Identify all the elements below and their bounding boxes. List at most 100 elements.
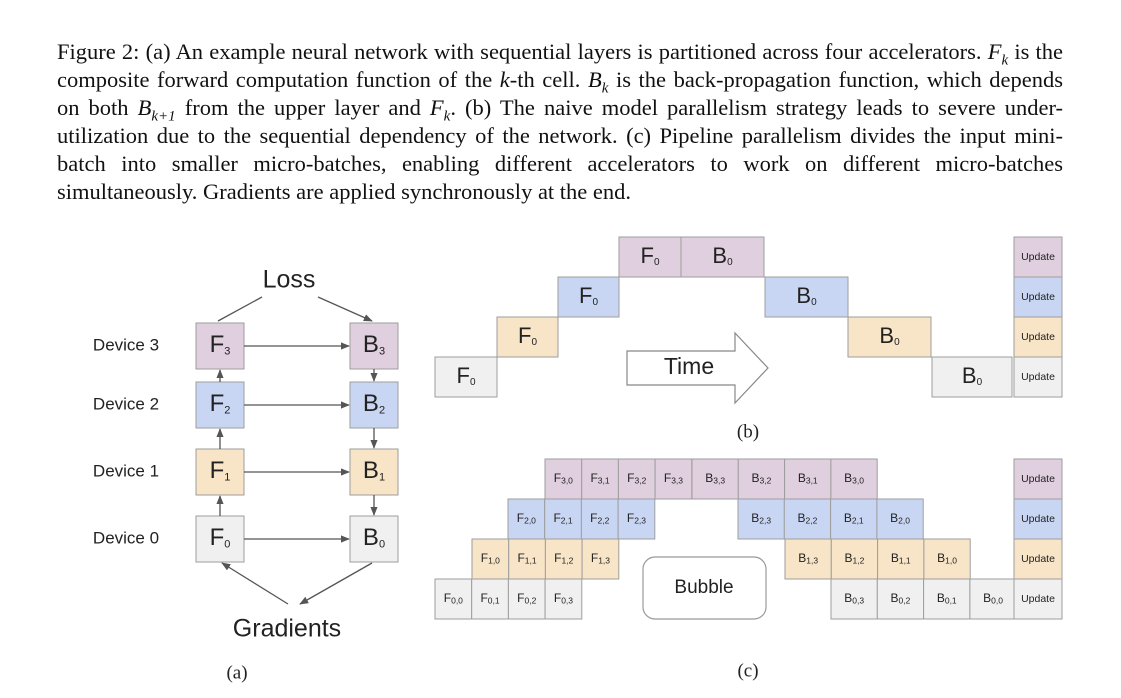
caption-sentence3a: is the back-propagation function, which … — [57, 67, 1063, 120]
forward-cell-label: F0 — [518, 323, 537, 348]
microbatch-backward-cell — [876, 578, 925, 620]
caption-sentence2a: is the composite forward computation fun… — [57, 39, 1064, 92]
microbatch-backward-cell — [784, 458, 832, 500]
caption-sentence3c: . (b) The naive model parallelism strate… — [57, 95, 1063, 204]
bubble-label: Bubble — [674, 577, 733, 598]
update-label: Update — [1021, 553, 1055, 565]
microbatch-backward-label: B1,0 — [937, 551, 957, 566]
forward-cell — [195, 515, 245, 563]
caption-k-symbol: k — [499, 67, 510, 92]
caption-sentence3b: from the upper layer and — [184, 95, 421, 120]
backward-cell-label: B0 — [962, 363, 983, 388]
update-label: Update — [1021, 593, 1055, 605]
microbatch-backward-cell — [877, 538, 925, 580]
microbatch-backward-label: B2,0 — [890, 511, 910, 526]
forward-cell-label: F0 — [640, 243, 659, 268]
backward-cell — [349, 381, 399, 429]
caption-sub-k: k — [1001, 52, 1009, 69]
microbatch-forward-label: F2,2 — [590, 511, 609, 526]
panel-c-caption: (c) — [737, 660, 758, 681]
forward-cell-label: F0 — [210, 524, 231, 551]
update-cell — [1013, 578, 1063, 620]
caption-b-symbol: B — [587, 67, 602, 92]
backward-cell — [349, 515, 399, 563]
forward-cell-label: F0 — [456, 363, 475, 388]
forward-cell — [496, 316, 559, 358]
microbatch-backward-cell — [830, 538, 879, 580]
time-arrow — [626, 331, 769, 405]
microbatch-backward-label: B2,2 — [798, 511, 818, 526]
microbatch-forward-label: F1,2 — [554, 551, 573, 566]
microbatch-forward-cell — [617, 498, 656, 540]
forward-cell — [618, 236, 682, 278]
backward-cell-label: B0 — [879, 323, 900, 348]
microbatch-backward-cell — [783, 498, 832, 540]
update-cell — [1013, 356, 1063, 398]
update-cell — [1013, 316, 1063, 358]
backward-cell-label: B2 — [363, 390, 385, 417]
microbatch-forward-label: F2,3 — [627, 511, 646, 526]
backward-cell-label: B0 — [712, 243, 733, 268]
backward-cell — [349, 322, 399, 370]
backward-cell — [680, 236, 765, 278]
device-label: Device 2 — [93, 394, 159, 413]
microbatch-backward-cell — [830, 578, 878, 620]
microbatch-backward-label: B3,1 — [798, 471, 818, 486]
forward-cell — [195, 322, 245, 370]
update-cell — [1013, 458, 1063, 500]
device-label: Device 1 — [93, 461, 159, 480]
microbatch-backward-label: B1,2 — [845, 551, 865, 566]
backward-cell-label: B1 — [363, 457, 385, 484]
caption-sentence1: (a) An example neural network with seque… — [145, 39, 982, 64]
caption-sub-k-3: k — [443, 108, 451, 125]
caption-b-symbol-2: B — [137, 95, 152, 120]
microbatch-backward-label: B3,3 — [705, 471, 725, 486]
update-label: Update — [1021, 513, 1055, 525]
microbatch-backward-label: B3,0 — [844, 471, 864, 486]
microbatch-backward-cell — [830, 498, 878, 540]
microbatch-forward-cell — [471, 578, 509, 620]
gradients-label: Gradients — [233, 615, 341, 643]
caption-sub-k-2: k — [601, 80, 609, 97]
microbatch-backward-label: B2,3 — [751, 511, 771, 526]
forward-cell-label: F0 — [579, 283, 598, 308]
update-label: Update — [1021, 251, 1055, 263]
caption-sub-k-plus-1: k+1 — [151, 108, 176, 125]
forward-cell — [557, 276, 620, 318]
microbatch-backward-cell — [784, 538, 832, 580]
microbatch-forward-label: F0,0 — [444, 591, 463, 606]
microbatch-backward-label: B0,2 — [891, 591, 911, 606]
loss-label: Loss — [263, 266, 316, 294]
bubble-box — [642, 556, 767, 620]
microbatch-forward-label: F3,1 — [590, 471, 609, 486]
loss-in-line — [217, 296, 263, 322]
device-label: Device 3 — [93, 335, 159, 354]
update-cell — [1013, 276, 1063, 318]
microbatch-forward-cell — [581, 538, 620, 580]
microbatch-forward-label: F3,0 — [554, 471, 573, 486]
panel-a-caption: (a) — [226, 662, 247, 683]
microbatch-backward-cell — [923, 538, 971, 580]
time-label: Time — [664, 353, 714, 379]
microbatch-forward-cell — [654, 458, 693, 500]
microbatch-backward-label: B0,1 — [937, 591, 957, 606]
microbatch-backward-label: B1,3 — [798, 551, 818, 566]
microbatch-backward-cell — [691, 458, 739, 500]
microbatch-backward-label: B0,3 — [844, 591, 864, 606]
microbatch-forward-label: F1,1 — [517, 551, 536, 566]
update-label: Update — [1021, 371, 1055, 383]
microbatch-forward-label: F0,1 — [480, 591, 499, 606]
microbatch-forward-label: F0,3 — [554, 591, 573, 606]
backward-cell — [764, 276, 849, 318]
microbatch-forward-label: F1,0 — [481, 551, 500, 566]
update-label: Update — [1021, 291, 1055, 303]
caption-label: Figure 2: — [57, 39, 140, 64]
microbatch-backward-cell — [876, 498, 924, 540]
microbatch-backward-label: B1,1 — [891, 551, 911, 566]
loss-out-arrow — [317, 296, 373, 322]
device-label: Device 0 — [93, 528, 159, 547]
microbatch-forward-cell — [544, 578, 583, 620]
